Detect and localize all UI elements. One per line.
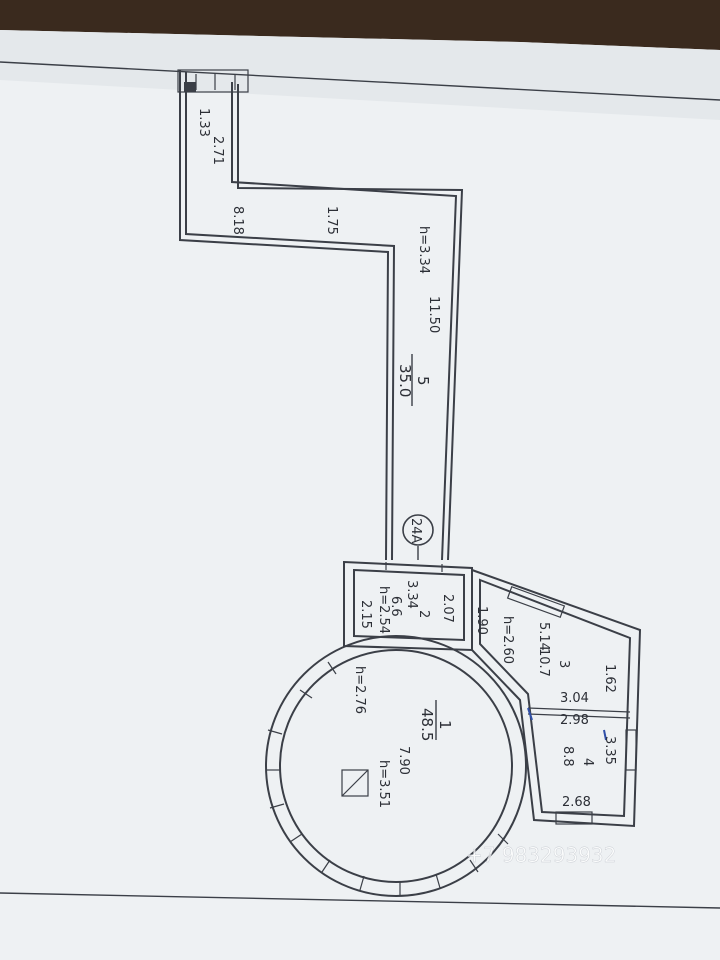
room1-height2-label: h=3.51	[376, 760, 391, 808]
room5-area: 35.0	[396, 364, 414, 397]
room1-area-label: 48.5	[418, 708, 436, 741]
room2-side-label: 2.15	[358, 600, 373, 629]
room3-height-label: h=2.60	[500, 616, 515, 664]
room2-width-label: 3.34	[404, 580, 419, 609]
stair-length-label: 2.71	[210, 136, 225, 165]
paper-shadow	[0, 30, 720, 120]
room3-length-label: 3.04	[560, 691, 589, 706]
room1-height-label: h=2.76	[352, 666, 367, 714]
room1-diameter-label: 7.90	[396, 746, 411, 775]
room4-number: 4	[580, 758, 595, 766]
pen-mark-2	[603, 729, 607, 741]
room5-number: 5	[414, 376, 432, 386]
paper	[0, 30, 720, 960]
room3-side-label: 1.62	[602, 664, 617, 693]
pen-mark-1	[527, 707, 533, 721]
room3-area-label: 10.7	[536, 648, 551, 677]
room3-depth-label: 5.14	[536, 622, 551, 651]
room3-number: 3	[556, 660, 571, 668]
room2-number: 2	[416, 610, 431, 618]
room2-height-label: h=2.54	[376, 586, 391, 634]
room-1-round	[265, 635, 527, 897]
stair-width-label: 1.33	[196, 108, 211, 137]
corridor-top-length-label: 8.18	[230, 206, 245, 235]
corridor-width-label: 1.75	[324, 206, 339, 235]
room-5-corridor	[177, 69, 464, 561]
room1-number: 1	[436, 720, 454, 730]
room2-depth-label: 2.07	[440, 594, 455, 623]
frame-top-line	[0, 61, 720, 101]
room4-area-label: 8.8	[560, 746, 575, 767]
marker-circle	[402, 514, 434, 546]
room4-side-label: 3.35	[602, 736, 617, 765]
room4-width-label: 2.98	[560, 713, 589, 728]
corridor-length-label: 11.50	[426, 296, 441, 333]
corridor-height-label: h=3.34	[416, 226, 431, 274]
marker-label: 24A	[408, 518, 423, 544]
room-3-and-4	[471, 568, 642, 828]
watermark-text: +7 983293932	[466, 843, 616, 867]
room4-length-label: 2.68	[562, 795, 591, 810]
frame-bottom-line	[0, 892, 720, 909]
room3-width-label: 1.90	[474, 606, 489, 635]
room2-area-label: 6.6	[388, 596, 403, 617]
